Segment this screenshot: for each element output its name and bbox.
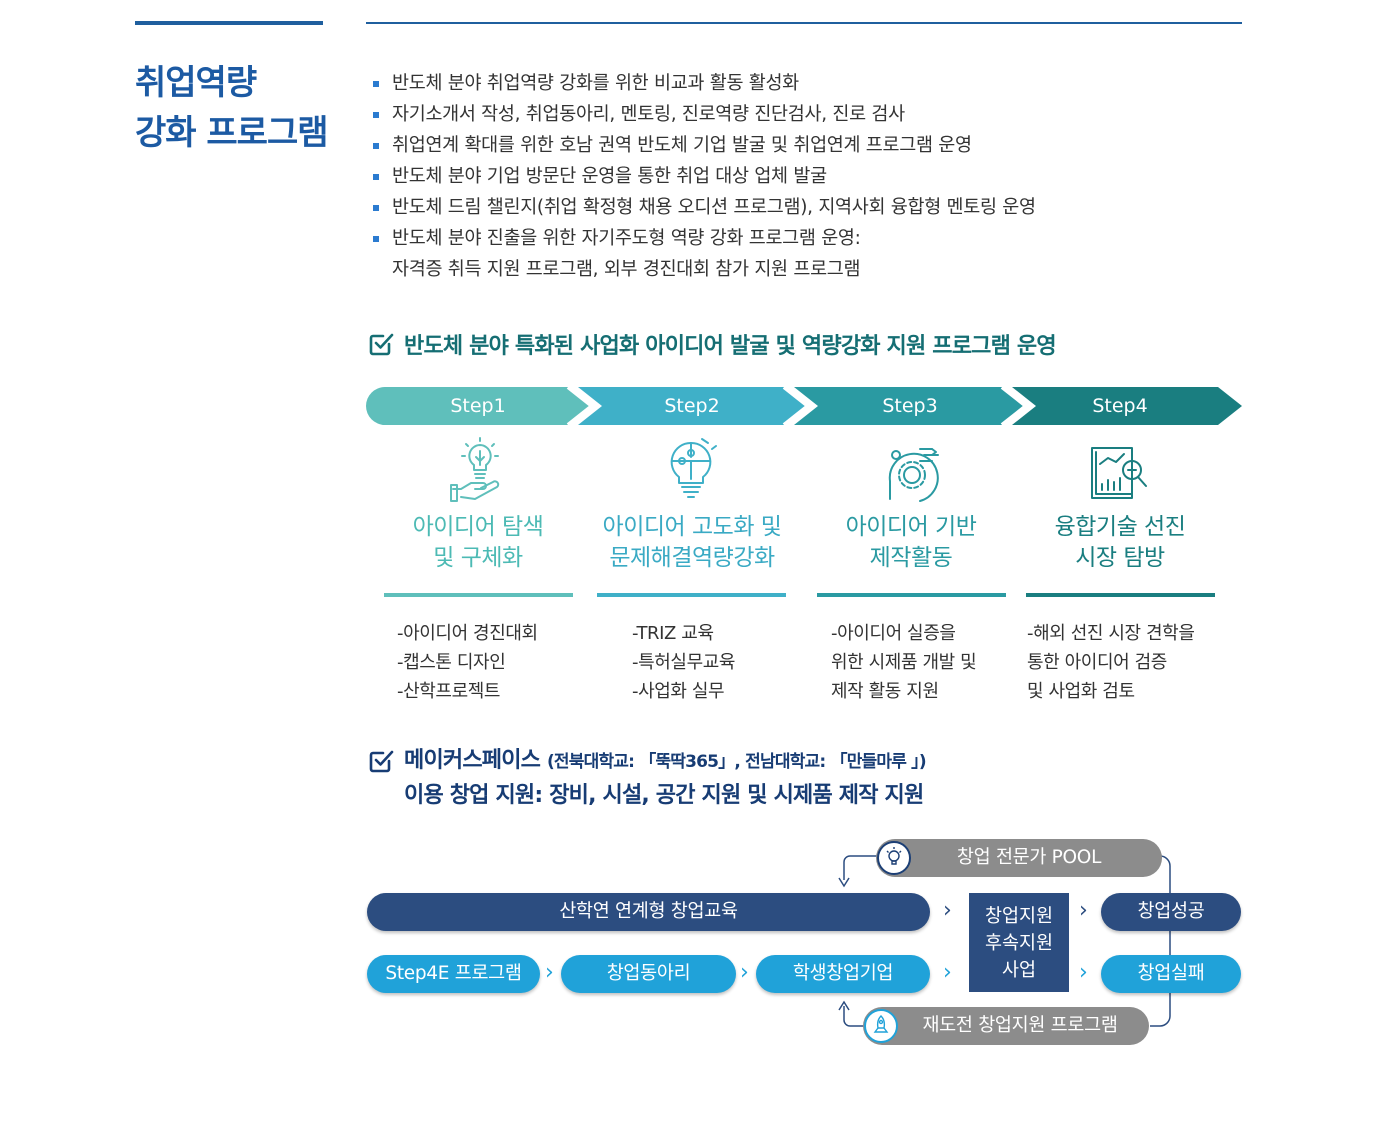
step-description: -아이디어 경진대회 -캡스톤 디자인 -산학프로젝트 [397, 619, 538, 706]
bullet-text: 반도체 분야 기업 방문단 운영을 통한 취업 대상 업체 발굴 [392, 166, 827, 187]
step4e-program-pill: Step4E 프로그램 [367, 955, 540, 993]
bullet-text: 자기소개서 작성, 취업동아리, 멘토링, 진로역량 진단검사, 진로 검사 [392, 104, 905, 125]
bullet-text: 반도체 분야 진출을 위한 자기주도형 역량 강화 프로그램 운영: [392, 228, 861, 249]
step-divider [1026, 593, 1215, 597]
chevron-right-icon: › [1079, 960, 1088, 985]
step-label: Step3 [882, 395, 938, 417]
step-desc-line: -TRIZ 교육 [632, 623, 714, 644]
startup-failure-pill: 창업실패 [1101, 955, 1241, 993]
followup-line: 사업 [1001, 960, 1037, 981]
bullet-item: 자기소개서 작성, 취업동아리, 멘토링, 진로역량 진단검사, 진로 검사 [370, 99, 1250, 130]
startup-club-pill: 창업동아리 [561, 955, 736, 993]
bullet-item: 반도체 분야 기업 방문단 운영을 통한 취업 대상 업체 발굴 [370, 161, 1250, 192]
bullet-list: 반도체 분야 취업역량 강화를 위한 비교과 활동 활성화 자기소개서 작성, … [370, 68, 1250, 285]
step-description: -TRIZ 교육 -특허실무교육 -사업화 실무 [632, 619, 735, 706]
makerspace-title: 메이커스페이스 [404, 748, 541, 773]
step-desc-line: -아이디어 실증을 [831, 623, 956, 644]
step-title-line: 융합기술 선진 [1054, 514, 1186, 540]
bullet-item: 반도체 드림 챌린지(취업 확정형 채용 오디션 프로그램), 지역사회 융합형… [370, 192, 1250, 223]
flow-connectors [838, 855, 1171, 1027]
step-title: 아이디어 기반 제작활동 [811, 512, 1011, 574]
program-heading: 반도체 분야 특화된 사업화 아이디어 발굴 및 역량강화 지원 프로그램 운영 [404, 334, 1057, 359]
bullet-item: 반도체 분야 취업역량 강화를 위한 비교과 활동 활성화 [370, 68, 1250, 99]
step-label: Step1 [450, 395, 506, 417]
followup-line: 후속지원 [984, 933, 1054, 954]
step-desc-line: 제작 활동 지원 [831, 681, 939, 702]
industry-education-pill: 산학연 연계형 창업교육 [367, 893, 930, 931]
expert-icon [877, 841, 911, 875]
step-description: -아이디어 실증을 위한 시제품 개발 및 제작 활동 지원 [831, 619, 977, 706]
chevron-right-icon: › [943, 960, 952, 985]
retry-program-pill: 재도전 창업지원 프로그램 [863, 1007, 1149, 1045]
step-desc-line: -아이디어 경진대회 [397, 623, 538, 644]
expert-pool-pill: 창업 전문가 POOL [876, 839, 1162, 877]
checkbox-icon [369, 333, 394, 356]
section-title: 취업역량 강화 프로그램 [135, 58, 329, 158]
bullet-item: 반도체 분야 진출을 위한 자기주도형 역량 강화 프로그램 운영: 자격증 취… [370, 223, 1250, 285]
step-title-line: 아이디어 고도화 및 [602, 514, 782, 540]
step-title: 아이디어 탐색 및 구체화 [378, 512, 578, 574]
step-title-line: 아이디어 탐색 [412, 514, 544, 540]
makerspace-heading: 메이커스페이스 (전북대학교: 「뚝딱365」, 전남대학교: 「만들마루 」)… [404, 744, 927, 813]
step-desc-line: -캡스톤 디자인 [397, 652, 506, 673]
step-title: 융합기술 선진 시장 탐방 [1020, 512, 1220, 574]
content-top-rule [366, 22, 1242, 24]
step-chevron-bar: Step1 Step2 Step3 Step4 [366, 387, 1246, 427]
chevron-right-icon: › [740, 960, 749, 985]
step-description: -해외 선진 시장 견학을 통한 아이디어 검증 및 사업화 검토 [1027, 619, 1195, 706]
section-title-line1: 취업역량 [135, 63, 257, 103]
bullet-text: 반도체 드림 챌린지(취업 확정형 채용 오디션 프로그램), 지역사회 융합형… [392, 197, 1036, 218]
chevron-right-icon: › [1079, 898, 1088, 923]
followup-line: 창업지원 [984, 906, 1054, 927]
lightbulb-hand-icon [450, 437, 500, 502]
step-title-line: 제작활동 [869, 545, 953, 571]
step-title-line: 아이디어 기반 [845, 514, 977, 540]
step-divider [817, 593, 1006, 597]
step-desc-line: 및 사업화 검토 [1027, 681, 1135, 702]
step-desc-line: -해외 선진 시장 견학을 [1027, 623, 1195, 644]
step-title-line: 시장 탐방 [1075, 545, 1165, 571]
section-title-line2: 강화 프로그램 [135, 113, 329, 153]
step-label: Step4 [1092, 395, 1148, 417]
chevron-right-icon: › [943, 898, 952, 923]
report-magnifier-icon [1091, 447, 1147, 499]
gear-head-icon [888, 448, 939, 502]
student-startup-pill: 학생창업기업 [756, 955, 930, 993]
step-divider [384, 593, 573, 597]
rocket-icon [864, 1009, 898, 1043]
chevron-right-icon: › [545, 960, 554, 985]
bullet-text: 반도체 분야 취업역량 강화를 위한 비교과 활동 활성화 [392, 73, 799, 94]
makerspace-subtitle: 이용 창업 지원: 장비, 시설, 공간 지원 및 시제품 제작 지원 [404, 783, 924, 808]
step-title-line: 및 구체화 [433, 545, 523, 571]
bullet-text: 취업연계 확대를 위한 호남 권역 반도체 기업 발굴 및 취업연계 프로그램 … [392, 135, 972, 156]
step-desc-line: -사업화 실무 [632, 681, 725, 702]
bullet-item: 취업연계 확대를 위한 호남 권역 반도체 기업 발굴 및 취업연계 프로그램 … [370, 130, 1250, 161]
step-desc-line: -산학프로젝트 [397, 681, 501, 702]
step-label: Step2 [664, 395, 720, 417]
step-desc-line: 통한 아이디어 검증 [1027, 652, 1167, 673]
startup-success-pill: 창업성공 [1101, 893, 1241, 931]
puzzle-bulb-icon [670, 438, 717, 498]
step-title-line: 문제해결역량강화 [609, 545, 775, 571]
step-chevrons [366, 387, 1242, 427]
section-accent-rule [135, 21, 323, 25]
bullet-continuation: 자격증 취득 지원 프로그램, 외부 경진대회 참가 지원 프로그램 [392, 259, 861, 280]
makerspace-detail: (전북대학교: 「뚝딱365」, 전남대학교: 「만들마루 」) [546, 752, 927, 772]
followup-support-box: 창업지원 후속지원 사업 [969, 893, 1069, 992]
step-desc-line: -특허실무교육 [632, 652, 736, 673]
step-divider [597, 593, 786, 597]
step-title: 아이디어 고도화 및 문제해결역량강화 [582, 512, 802, 574]
checkbox-icon [369, 750, 394, 773]
step-desc-line: 위한 시제품 개발 및 [831, 652, 977, 673]
